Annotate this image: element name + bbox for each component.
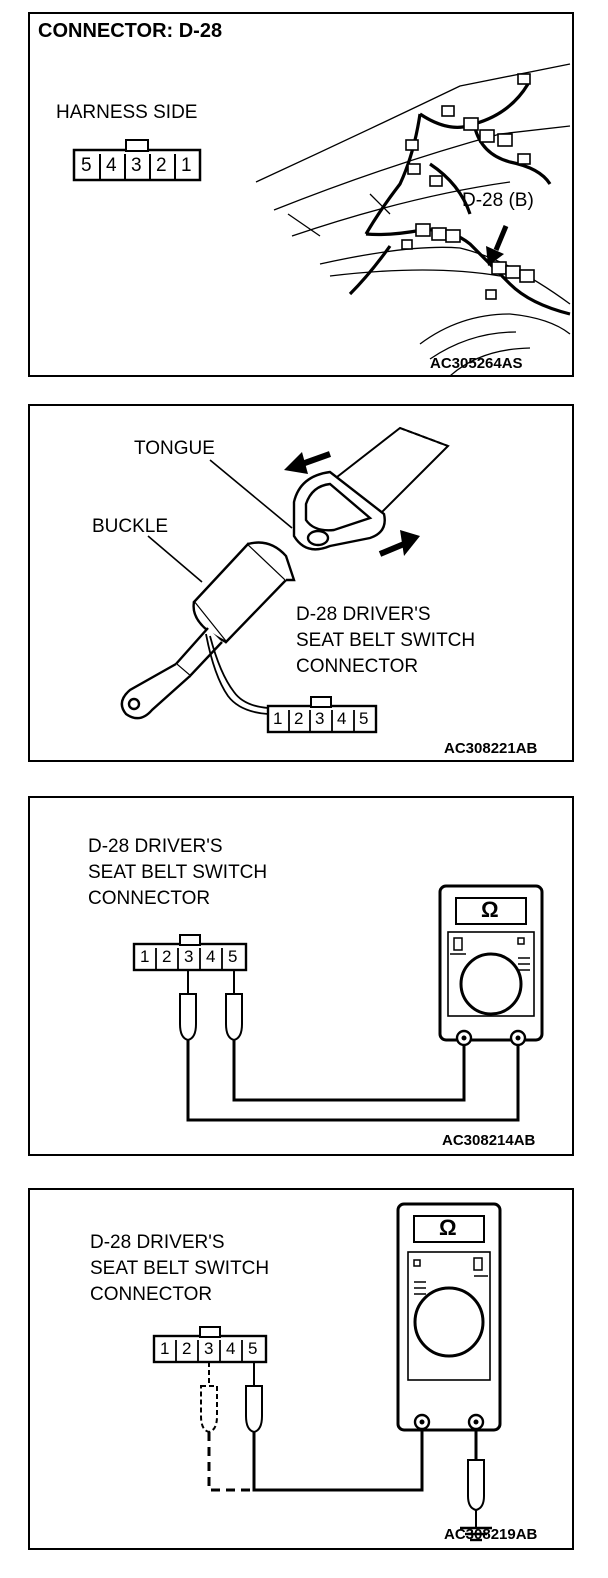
pin-1: 1 xyxy=(140,947,150,966)
vehicle-harness-illustration xyxy=(72,63,571,375)
meter-leads xyxy=(186,1038,520,1122)
pin-4: 4 xyxy=(106,155,117,176)
connector-location-panel: CONNECTOR: D-28 HARNESS SIDE 5 4 3 2 1 D… xyxy=(28,12,574,377)
pin-4: 4 xyxy=(337,709,347,728)
continuity-check-panel: D-28 DRIVER'S SEAT BELT SWITCH CONNECTOR… xyxy=(28,796,574,1156)
ground-probe xyxy=(467,1459,485,1528)
d28-callout-label: D-28 (B) xyxy=(462,190,534,211)
test-probes xyxy=(179,970,243,1042)
dashed-probe xyxy=(200,1362,218,1434)
buckle-label: BUCKLE xyxy=(92,516,169,537)
connector-line-2: SEAT BELT SWITCH xyxy=(90,1258,270,1279)
harness-side-label: HARNESS SIDE xyxy=(56,102,198,123)
figure-code: AC305264AS xyxy=(430,355,523,372)
connector-description: D-28 DRIVER'S SEAT BELT SWITCH CONNECTOR xyxy=(296,602,475,680)
connector-description: D-28 DRIVER'S SEAT BELT SWITCH CONNECTOR xyxy=(88,834,267,912)
pin-4: 4 xyxy=(226,1339,236,1358)
dashed-lead xyxy=(207,1432,254,1492)
location-arrow xyxy=(486,225,509,266)
meter-lead xyxy=(252,1426,424,1492)
pin-1: 1 xyxy=(181,155,192,176)
ground-symbol xyxy=(460,1526,492,1542)
connector-line-3: CONNECTOR xyxy=(88,888,211,909)
ohm-symbol: Ω xyxy=(481,897,499,922)
belt-buckle xyxy=(120,541,296,720)
leader-lines xyxy=(147,459,293,583)
pin-2: 2 xyxy=(162,947,172,966)
pin-3: 3 xyxy=(184,947,194,966)
pin-1: 1 xyxy=(160,1339,170,1358)
pin-3: 3 xyxy=(204,1339,214,1358)
connector-line-1: D-28 DRIVER'S xyxy=(296,604,431,625)
pin-3: 3 xyxy=(131,155,142,176)
connector-line-1: D-28 DRIVER'S xyxy=(88,836,223,857)
ohmmeter xyxy=(396,1202,502,1432)
ohmmeter-ground-diagram xyxy=(152,1202,502,1542)
harness-connectors xyxy=(401,73,535,300)
connector-line-3: CONNECTOR xyxy=(90,1284,213,1305)
figure-code: AC308221AB xyxy=(444,740,538,757)
pin-2: 2 xyxy=(182,1339,192,1358)
tongue-label: TONGUE xyxy=(134,438,215,459)
connector-description: D-28 DRIVER'S SEAT BELT SWITCH CONNECTOR xyxy=(90,1230,269,1308)
seat-belt-buckle-panel: TONGUE BUCKLE D-28 DRIVER'S SEAT BELT SW… xyxy=(28,404,574,762)
seat-belt-switch-connector xyxy=(266,696,378,734)
ohmmeter-wiring-diagram xyxy=(132,884,544,1122)
car-body-sketch xyxy=(255,63,571,375)
connector-title: CONNECTOR: D-28 xyxy=(38,20,223,42)
belt-tongue xyxy=(292,470,386,551)
solid-probe xyxy=(245,1362,263,1434)
ohmmeter xyxy=(438,884,544,1047)
seat-belt-switch-connector xyxy=(132,934,248,972)
figure-code: AC308219AB xyxy=(444,1526,538,1543)
pin-5: 5 xyxy=(248,1339,258,1358)
harness-side-connector xyxy=(72,139,202,182)
pin-3: 3 xyxy=(315,709,325,728)
connector-line-2: SEAT BELT SWITCH xyxy=(88,862,268,883)
buckle-tongue-illustration xyxy=(120,426,450,734)
pin-5: 5 xyxy=(359,709,369,728)
pin-4: 4 xyxy=(206,947,216,966)
wiring-harness xyxy=(348,83,571,316)
pin-2: 2 xyxy=(294,709,304,728)
figure-code: AC308214AB xyxy=(442,1132,536,1149)
pin-2: 2 xyxy=(156,155,167,176)
pin-1: 1 xyxy=(273,709,283,728)
pin-5: 5 xyxy=(81,155,92,176)
pin-5: 5 xyxy=(228,947,238,966)
connector-line-1: D-28 DRIVER'S xyxy=(90,1232,225,1253)
ohm-symbol: Ω xyxy=(439,1215,457,1240)
insertion-arrows xyxy=(284,451,420,557)
connector-line-2: SEAT BELT SWITCH xyxy=(296,630,476,651)
switch-wire xyxy=(205,633,269,715)
ground-check-panel: D-28 DRIVER'S SEAT BELT SWITCH CONNECTOR… xyxy=(28,1188,574,1550)
connector-line-3: CONNECTOR xyxy=(296,656,419,677)
